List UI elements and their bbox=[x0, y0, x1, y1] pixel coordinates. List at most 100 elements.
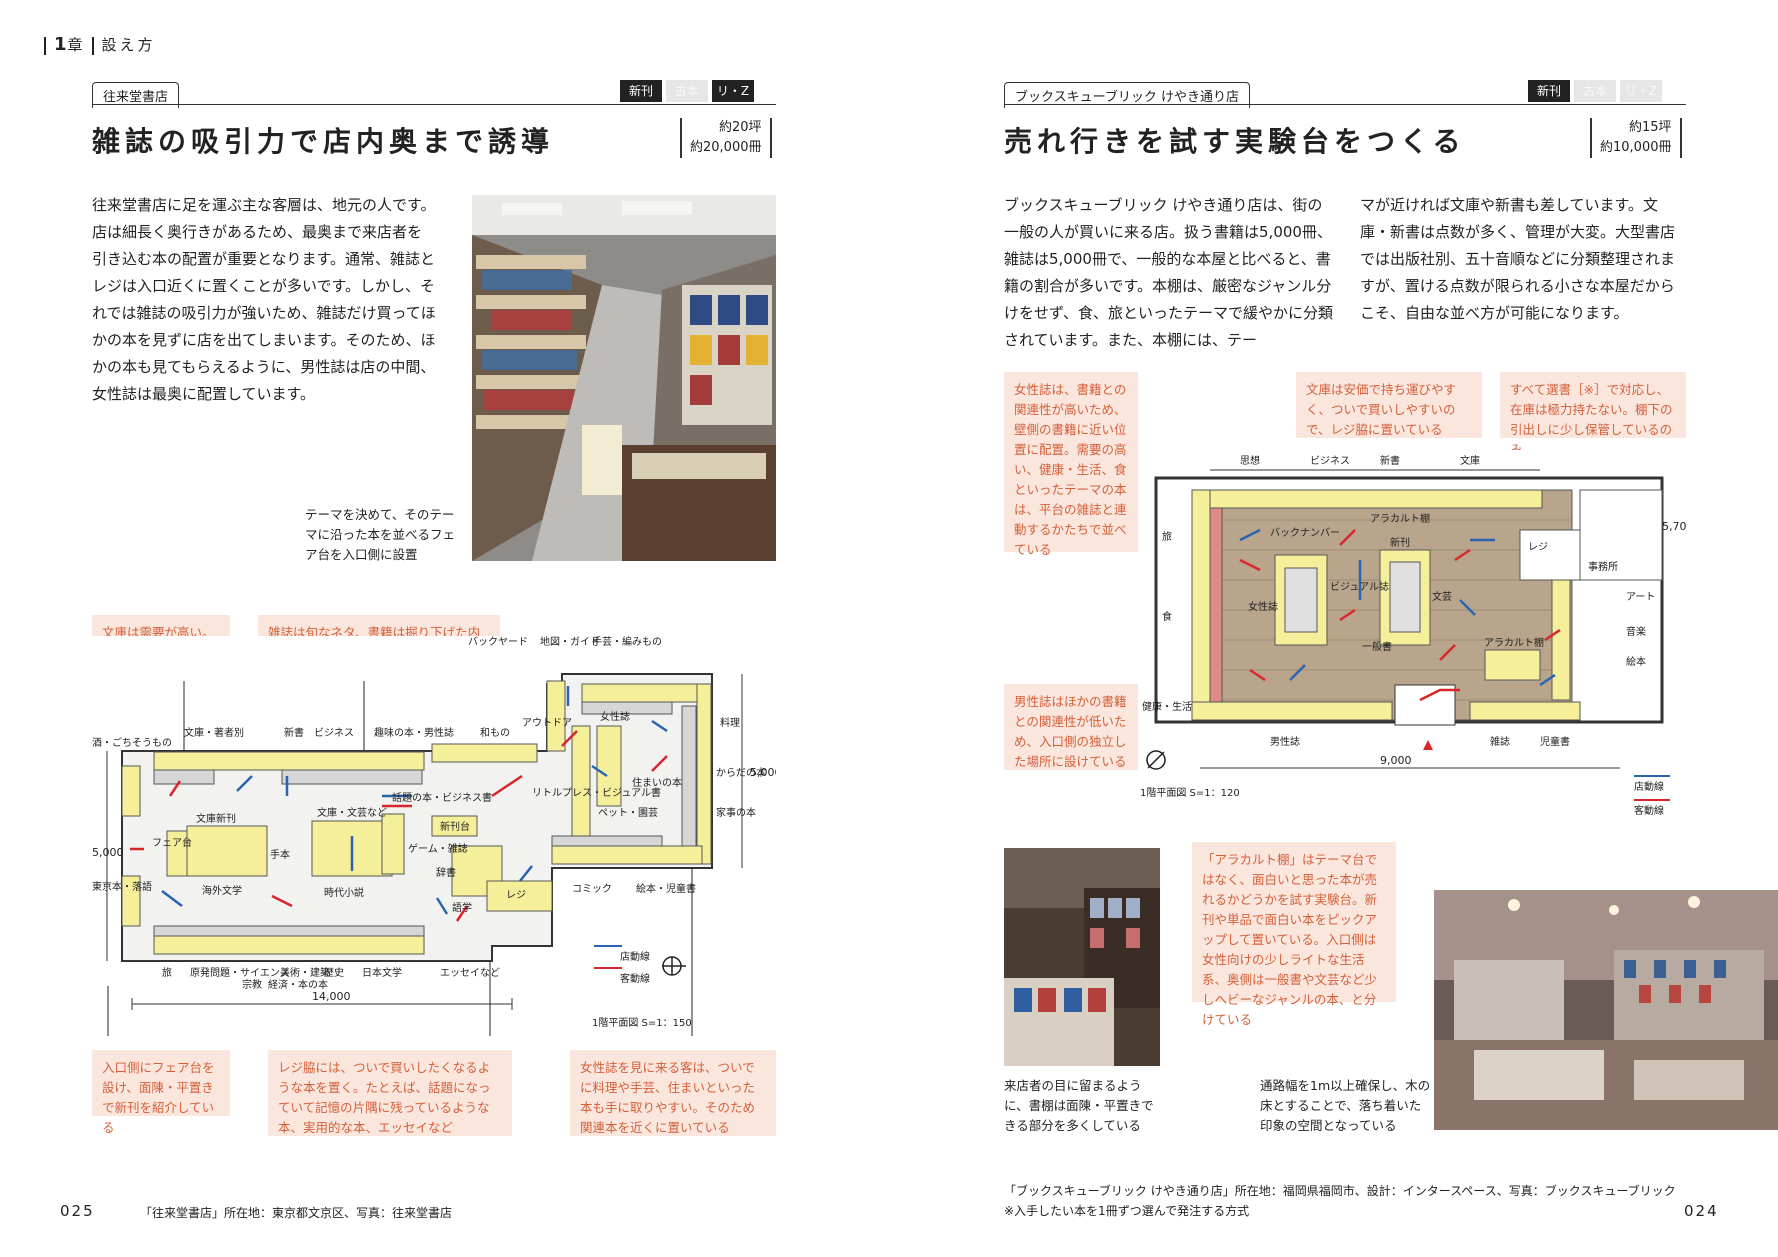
plan-label-fair: フェア台 bbox=[152, 836, 192, 849]
plan-label-wamono: 和もの bbox=[480, 727, 510, 739]
right-floor-plan: 思想 ビジネス 新書 文庫 bbox=[1140, 450, 1694, 820]
left-page-title: 雑誌の吸引力で店内奥まで誘導 bbox=[92, 125, 555, 158]
rplan-label-tabi: 旅 bbox=[1162, 530, 1172, 543]
rplan-label-shoku: 食 bbox=[1162, 610, 1172, 623]
plan-legend-store: 店動線 bbox=[620, 950, 650, 963]
plan-dim-width: 14,000 bbox=[312, 990, 351, 1003]
left-floor-plan: バックヤード 地図・ガイド 手芸・編みもの 文庫・著者別 新書 ビジネス 趣味の… bbox=[92, 635, 782, 1056]
right-photo1-caption: 来店者の目に留まるように、書棚は面陳・平置きできる部分を多くしている bbox=[1004, 1078, 1154, 1133]
rplan-label-shiso: 思想 bbox=[1240, 454, 1260, 467]
right-note-josei: 女性誌は、書籍との関連性が高いため、壁側の書籍に近い位置に配置。需要の高い、健康… bbox=[1004, 372, 1138, 557]
left-page-number: 025 bbox=[60, 1202, 95, 1220]
plan-label-shugei: 手芸・編みもの bbox=[592, 636, 662, 648]
right-page-title: 売れ行きを試す実験台をつくる bbox=[1004, 125, 1466, 158]
left-body-text: 往来堂書店に足を運ぶ主な客層は、地元の人です。店は細長く奥行きがあるため、最奥ま… bbox=[92, 196, 436, 403]
chapter-number: 1 bbox=[54, 34, 68, 55]
rplan-label-ehon: 絵本 bbox=[1626, 655, 1646, 668]
left-area: 約20坪 bbox=[718, 120, 762, 135]
plan-label-josei: 女性誌 bbox=[600, 710, 630, 723]
plan-label-bunko-bungei: 文庫・文芸など bbox=[317, 806, 387, 819]
plan-label-shinsho: 新書 bbox=[284, 726, 304, 739]
right-note-alacarte: 「アラカルト棚」はテーマ台ではなく、面白いと思った本が売れるかどうかを試す実験台… bbox=[1192, 842, 1396, 1027]
plan-label-bunko-shinkan: 文庫新刊 bbox=[196, 812, 236, 825]
tab-lz-right: リ・Z bbox=[1620, 80, 1662, 102]
rplan-label-ippansho: 一般書 bbox=[1362, 640, 1392, 653]
rplan-label-shinkan: 新刊 bbox=[1390, 536, 1410, 549]
right-note-bunko: 文庫は安価で持ち運びやすく、ついで買いしやすいので、レジ脇に置いている bbox=[1296, 372, 1482, 438]
plan-label-tebon: 手本 bbox=[270, 848, 290, 861]
plan-label-sake: 酒・ごちそうもの bbox=[92, 736, 172, 749]
plan-label-karada: からだの本 bbox=[716, 766, 766, 779]
tab-lz: リ・Z bbox=[712, 80, 754, 102]
plan-label-shukyo: 宗教 bbox=[242, 978, 262, 991]
tab-shinkan: 新刊 bbox=[620, 80, 662, 102]
right-note-sensho: すべて選書［※］で対応し、在庫は極力持たない。棚下の引出しに少し保管しているのみ bbox=[1500, 372, 1686, 457]
rplan-label-jimusho: 事務所 bbox=[1588, 560, 1618, 573]
left-header-rule bbox=[92, 104, 776, 105]
rplan-label-backnumber: バックナンバー bbox=[1270, 527, 1340, 539]
rplan-label-business: ビジネス bbox=[1310, 455, 1350, 467]
chapter-header: 1章設え方 bbox=[36, 34, 156, 55]
rplan-label-josei: 女性誌 bbox=[1248, 600, 1278, 613]
right-header-rule bbox=[1004, 104, 1686, 105]
left-store-photo bbox=[472, 195, 776, 561]
plan-label-comic: コミック bbox=[572, 883, 612, 895]
right-store-name: ブックスキューブリック けやき通り店 bbox=[1004, 82, 1250, 108]
plan-label-business: ビジネス bbox=[314, 727, 354, 739]
right-photo2-caption: 通路幅を1m以上確保し、木の床とすることで、落ち着いた印象の空間となっている bbox=[1260, 1078, 1431, 1133]
north-icon bbox=[662, 956, 686, 976]
plan-label-rekishi: 歴史 bbox=[324, 967, 344, 979]
rplan-label-bungei: 文芸 bbox=[1432, 590, 1452, 603]
left-store-name: 往来堂書店 bbox=[92, 82, 180, 108]
right-body-col1: ブックスキューブリック けやき通り店は、街の一般の人が買いに来る店。扱う書籍は5… bbox=[1004, 196, 1333, 349]
plan-label-bunko-shosai: 文庫・著者別 bbox=[184, 726, 244, 739]
plan-label-jisho: 辞書 bbox=[436, 866, 456, 879]
rplan-label-bunko: 文庫 bbox=[1460, 454, 1480, 467]
right-books: 約10,000冊 bbox=[1600, 140, 1672, 155]
rplan-label-reji: レジ bbox=[1528, 542, 1548, 553]
plan-label-sumai: 住まいの本 bbox=[632, 776, 682, 789]
rplan-label-kenko: 健康・生活 bbox=[1142, 700, 1192, 713]
rplan-label-zasshi: 雑誌 bbox=[1490, 735, 1510, 748]
plan-label-reji: レジ bbox=[506, 890, 526, 901]
plan-label-shinkan-dai: 新刊台 bbox=[440, 820, 470, 833]
right-credit: 「ブックスキューブリック けやき通り店」所在地：福岡県福岡市、設計：インタースペ… bbox=[1004, 1184, 1676, 1198]
plan-label-outdoor: アウトドア bbox=[522, 717, 572, 729]
plan-label-game: ゲーム・雑誌 bbox=[408, 842, 468, 855]
plan-label-kaji: 家事の本 bbox=[716, 806, 756, 819]
rplan-legend-store: 店動線 bbox=[1634, 780, 1664, 793]
plan-legend-customer: 客動線 bbox=[620, 972, 650, 985]
rplan-label-alacarte: アラカルト棚 bbox=[1370, 512, 1430, 525]
plan-label-jidai: 時代小説 bbox=[324, 886, 364, 899]
plan-label-science: 原発問題・サイエンス bbox=[190, 966, 290, 979]
right-body-col2: マが近ければ文庫や新書も差しています。文庫・新書は点数が多く、管理が大変。大型書… bbox=[1360, 196, 1676, 322]
rplan-north-icon bbox=[1146, 750, 1166, 770]
plan-scale: 1階平面図 S=1：150 bbox=[592, 1017, 692, 1029]
rplan-legend-customer: 客動線 bbox=[1634, 804, 1664, 817]
tab-furuhon: 古本 bbox=[666, 80, 708, 102]
chapter-title: 設え方 bbox=[101, 36, 156, 54]
rplan-label-jidosho: 児童書 bbox=[1540, 735, 1570, 748]
chapter-unit: 章 bbox=[67, 36, 84, 54]
plan-label-keizai: 経済・本の本 bbox=[268, 978, 328, 991]
right-area: 約15坪 bbox=[1628, 120, 1672, 135]
rplan-dim-width: 9,000 bbox=[1380, 754, 1412, 767]
rplan-dim-height: 5,700 bbox=[1662, 520, 1686, 533]
plan-label-ehon: 絵本・児童書 bbox=[636, 882, 696, 895]
plan-label-bijutsu: 美術・建築 bbox=[280, 966, 330, 979]
rplan-label-bijutsu: ビジュアル誌 bbox=[1330, 580, 1389, 593]
rplan-scale: 1階平面図 S=1：120 bbox=[1140, 787, 1240, 799]
left-photo-caption: テーマを決めて、そのテーマに沿った本を並べるフェア台を入口側に設置 bbox=[305, 507, 456, 562]
right-photo-1 bbox=[1004, 848, 1160, 1066]
plan-label-nihon: 日本文学 bbox=[362, 966, 402, 979]
plan-label-tabi: 旅 bbox=[162, 966, 172, 979]
plan-label-shumi: 趣味の本・男性誌 bbox=[374, 726, 454, 739]
left-store-size: 約20坪 約20,000冊 bbox=[680, 118, 772, 158]
right-store-size: 約15坪 約10,000冊 bbox=[1590, 118, 1682, 158]
plan-label-tokyo: 東京本・落語 bbox=[92, 880, 152, 893]
rplan-label-shinsho: 新書 bbox=[1380, 454, 1400, 467]
left-note-josei: 女性誌を見に来る客は、ついでに料理や手芸、住まいといった本も手に取りやすい。その… bbox=[570, 1050, 776, 1136]
right-page-number: 024 bbox=[1684, 1202, 1719, 1220]
rplan-label-alacarte2: アラカルト棚 bbox=[1484, 636, 1544, 649]
right-photo-2 bbox=[1434, 890, 1778, 1130]
